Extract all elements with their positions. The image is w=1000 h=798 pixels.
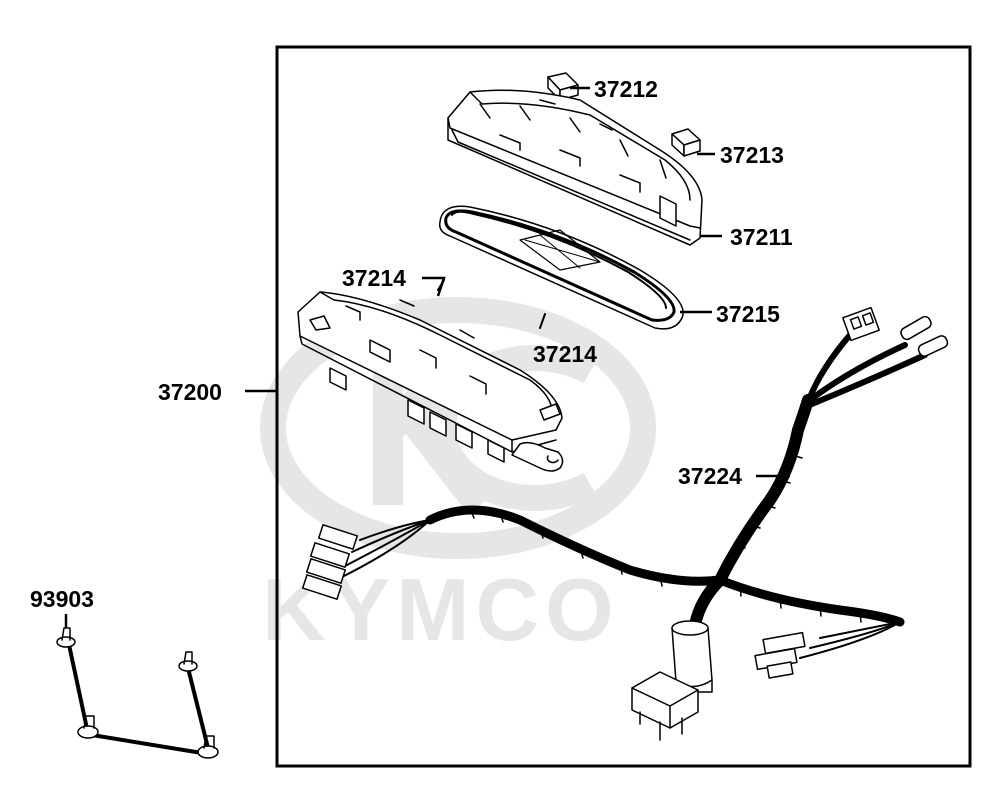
- callout-37214-lower: 37214: [533, 341, 597, 367]
- callout-labels: 37212 37213 37211 37214 37215 37214 3720…: [30, 76, 793, 612]
- watermark-logo-ring: [260, 297, 656, 559]
- part-93903-bracket: [56, 627, 219, 759]
- leader-lines: [64, 86, 790, 628]
- callout-37214-upper: 37214: [342, 265, 406, 291]
- callout-37212: 37212: [594, 76, 658, 102]
- callout-37200: 37200: [158, 379, 222, 405]
- callout-93903: 93903: [30, 586, 94, 612]
- callout-37224: 37224: [678, 463, 742, 489]
- part-37214-screw-lower: [539, 313, 546, 329]
- callout-37211: 37211: [730, 224, 793, 250]
- part-37211-upper-case: [447, 89, 703, 246]
- part-37213-button: [671, 128, 701, 157]
- callout-37213: 37213: [720, 142, 784, 168]
- harness-connectors: [301, 306, 949, 741]
- leader-37214-upper: [422, 276, 446, 297]
- part-37200-lower-housing: [297, 291, 564, 472]
- assembly-frame: [275, 45, 972, 768]
- callout-37215: 37215: [716, 301, 780, 327]
- part-37215-lens: [438, 205, 684, 330]
